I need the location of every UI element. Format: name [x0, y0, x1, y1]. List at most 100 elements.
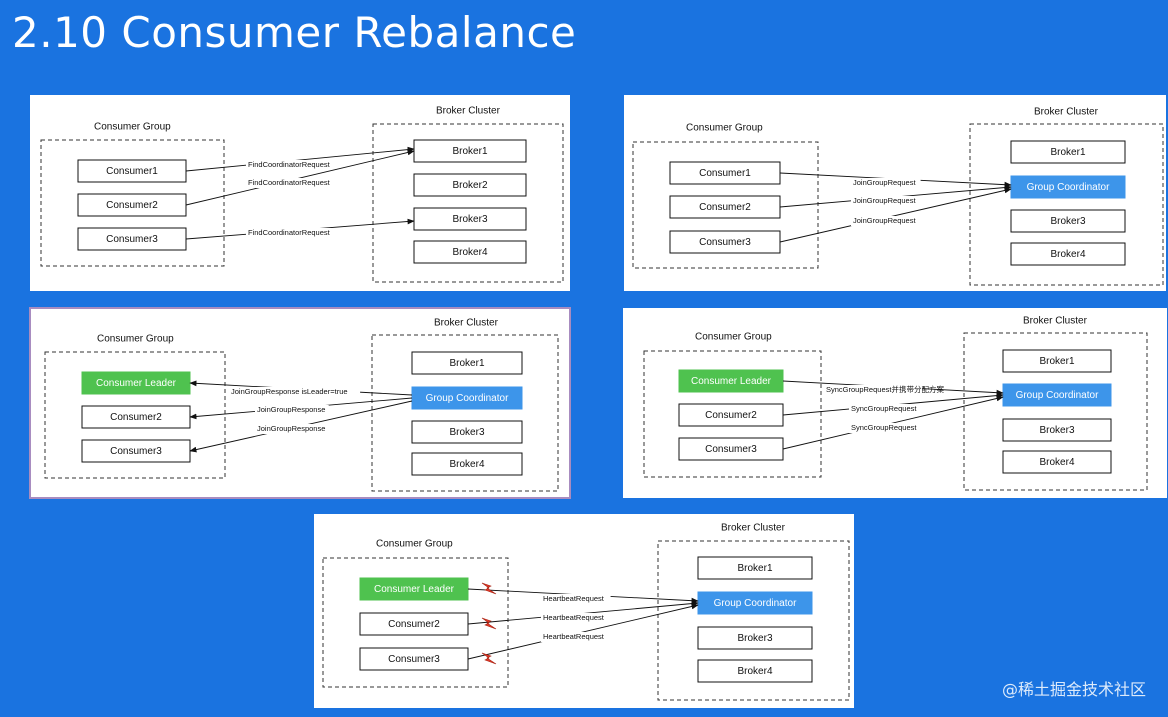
group-coordinator-node: Group Coordinator: [1002, 383, 1112, 407]
node-label: Consumer3: [106, 234, 158, 245]
consumer-node: Consumer2: [81, 405, 191, 429]
consumer-node: Consumer3: [77, 227, 187, 251]
arrow-label-bg: [851, 216, 921, 226]
node-label: Broker3: [1039, 425, 1074, 436]
arrow-label: FindCoordinatorRequest: [248, 178, 331, 187]
broker-cluster-box: [963, 332, 1148, 491]
consumer-group-box: [322, 557, 509, 688]
arrow-label: HeartbeatRequest: [543, 632, 605, 641]
broker-cluster-label: Broker Cluster: [434, 318, 499, 329]
arrow-label: JoinGroupResponse: [257, 424, 325, 433]
node-box: [413, 173, 527, 197]
arrow-label-bg: [246, 160, 341, 170]
arrow-label-bg: [849, 423, 919, 433]
arrow-label: SyncGroupRequest: [851, 404, 917, 413]
arrow-label: SyncGroupRequest并携带分配方案: [826, 384, 944, 394]
arrow-label: JoinGroupResponse isLeader=true: [231, 387, 348, 396]
consumer-node: Consumer2: [678, 403, 784, 427]
group-coordinator-node: Group Coordinator: [411, 386, 523, 410]
node-label: Group Coordinator: [714, 598, 797, 609]
node-label: Broker1: [449, 358, 484, 369]
consumer-node: Consumer2: [359, 612, 469, 636]
broker-cluster-label: Broker Cluster: [1023, 316, 1088, 327]
group-coordinator-node: Group Coordinator: [697, 591, 813, 615]
broker-node: Broker4: [411, 452, 523, 476]
node-label: Broker3: [452, 214, 487, 225]
node-label: Group Coordinator: [426, 393, 509, 404]
consumer-group-box: [643, 350, 822, 478]
node-label: Consumer1: [699, 168, 751, 179]
node-label: Broker4: [1039, 457, 1074, 468]
broker-cluster-label: Broker Cluster: [1034, 107, 1099, 118]
consumer-group-box: [44, 351, 226, 479]
broker-node: Broker3: [697, 626, 813, 650]
site-watermark: @稀土掘金技术社区: [1001, 680, 1146, 699]
node-label: Consumer2: [388, 619, 440, 630]
broker-node: Broker4: [697, 659, 813, 683]
node-box: [411, 420, 523, 444]
node-label: Broker4: [737, 666, 772, 677]
lightning-bolt-icon: [481, 617, 497, 630]
node-box: [697, 556, 813, 580]
broker-node: Broker3: [1002, 418, 1112, 442]
broker-node: Broker4: [413, 240, 527, 264]
node-label: Broker4: [449, 459, 484, 470]
arrow-label-bg: [541, 613, 611, 623]
arrow-label: JoinGroupRequest: [853, 216, 916, 225]
node-label: Consumer2: [705, 410, 757, 421]
node-label: Consumer1: [106, 166, 158, 177]
node-label: Broker3: [1050, 216, 1085, 227]
arrow-label: JoinGroupRequest: [853, 178, 916, 187]
node-label: Broker2: [452, 180, 487, 191]
arrow-line: [779, 187, 1012, 243]
diagram-canvas: Consumer Group Broker ClusterConsumer1Con…: [40, 106, 564, 283]
node-label: Consumer3: [705, 444, 757, 455]
arrow-label-bg: [851, 196, 921, 206]
node-label: Consumer Leader: [691, 376, 772, 387]
broker-node: Broker3: [411, 420, 523, 444]
node-box: [697, 659, 813, 683]
arrow-label-bg: [541, 632, 611, 642]
broker-cluster-label: Broker Cluster: [436, 106, 501, 117]
arrow-joingrouprequest: [779, 187, 1012, 243]
node-box: [411, 351, 523, 375]
arrow-label: SyncGroupRequest: [851, 423, 917, 432]
consumer-group-label: Consumer Group: [695, 332, 772, 343]
consumer-leader-node: Consumer Leader: [81, 371, 191, 395]
broker-cluster-label: Broker Cluster: [721, 523, 786, 534]
node-label: Broker1: [1039, 356, 1074, 367]
arrow-label-bg: [229, 387, 361, 397]
node-label: Group Coordinator: [1027, 182, 1110, 193]
arrow-label: FindCoordinatorRequest: [248, 160, 331, 169]
node-label: Broker3: [737, 633, 772, 644]
arrow-label: JoinGroupResponse: [257, 405, 325, 414]
arrow-label-bg: [824, 385, 923, 395]
node-label: Consumer Leader: [96, 378, 177, 389]
group-coordinator-node: Group Coordinator: [1010, 175, 1126, 199]
node-box: [411, 452, 523, 476]
consumer-group-label: Consumer Group: [94, 122, 171, 133]
consumer-node: Consumer2: [669, 195, 781, 219]
broker-node: Broker1: [1010, 140, 1126, 164]
consumer-node: Consumer3: [81, 439, 191, 463]
node-box: [1002, 418, 1112, 442]
node-label: Broker3: [449, 427, 484, 438]
broker-node: Broker1: [1002, 349, 1112, 373]
consumer-node: Consumer2: [77, 193, 187, 217]
broker-cluster-box: [969, 123, 1164, 286]
node-label: Consumer2: [106, 200, 158, 211]
arrow-label-bg: [255, 424, 329, 434]
node-label: Consumer2: [699, 202, 751, 213]
node-box: [413, 240, 527, 264]
consumer-group-label: Consumer Group: [376, 539, 453, 550]
node-box: [1010, 209, 1126, 233]
node-label: Consumer3: [110, 446, 162, 457]
arrow-label-bg: [246, 178, 341, 188]
broker-node: Broker3: [1010, 209, 1126, 233]
consumer-leader-node: Consumer Leader: [678, 369, 784, 393]
arrow-label-bg: [541, 594, 611, 604]
